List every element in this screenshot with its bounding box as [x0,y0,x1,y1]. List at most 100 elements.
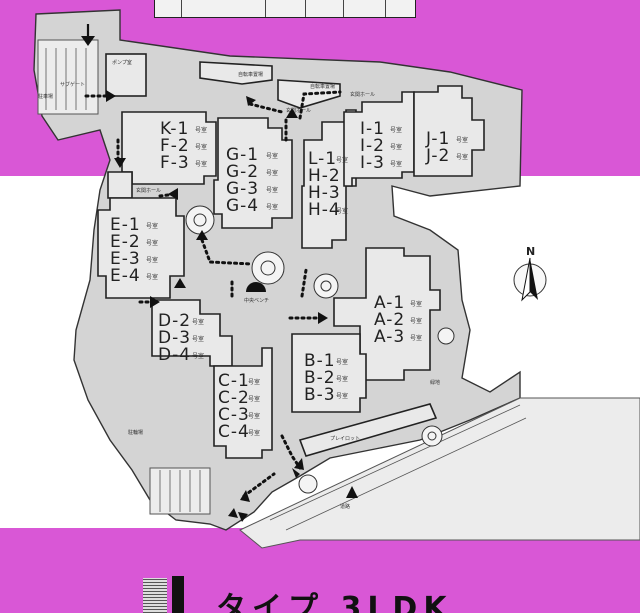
svg-text:号室: 号室 [195,126,207,134]
svg-text:ポンプ室: ポンプ室 [112,59,132,66]
svg-text:サブゲート: サブゲート [60,81,85,88]
building-c [213,347,273,459]
label-i1: I-1 [360,119,385,139]
label-l1: L-1 [308,149,337,169]
label-c4: C-4 [218,422,250,442]
header-frame [154,0,416,18]
label-j2: J-2 [425,146,450,166]
footer-pattern [143,578,167,613]
label-j1: J-1 [425,129,450,149]
label-k1: K-1 [160,119,189,139]
label-h2: H-2 [308,166,341,186]
label-f3: F-3 [160,153,190,173]
central-bench [246,282,266,292]
building-kf: 玄関ホール [107,111,217,199]
svg-text:駐車場: 駐車場 [38,93,53,100]
playground [298,403,438,457]
svg-text:号室: 号室 [410,334,422,342]
svg-text:号室: 号室 [248,412,260,420]
svg-text:号室: 号室 [195,143,207,151]
label-e4: E-4 [110,266,141,286]
svg-text:中央ベンチ: 中央ベンチ [244,297,269,304]
svg-text:緑地: 緑地 [430,379,440,386]
building-j [413,85,485,177]
svg-text:号室: 号室 [390,126,402,134]
svg-text:号室: 号室 [456,136,468,144]
label-b2: B-2 [304,368,336,388]
label-d2: D-2 [158,311,191,331]
svg-text:号室: 号室 [410,300,422,308]
svg-text:自転車置場: 自転車置場 [238,71,263,78]
label-e1: E-1 [110,215,141,235]
svg-text:号室: 号室 [266,169,278,177]
svg-text:玄関ホール: 玄関ホール [136,187,161,194]
entrance-marker [294,458,304,470]
svg-text:号室: 号室 [390,143,402,151]
label-g4: G-4 [226,196,259,216]
label-d4: D-4 [158,345,191,365]
svg-text:号室: 号室 [146,239,158,247]
label-a2: A-2 [374,310,405,330]
label-d3: D-3 [158,328,191,348]
building-labels: K-1 F-2 F-3 号室 号室 号室 G-1 G-2 G-3 G-4 号室 … [110,119,468,442]
trees [185,205,455,494]
north-compass: N [513,245,547,302]
magenta-band-bottom [0,528,640,613]
label-h4: H-4 [308,200,341,220]
label-b1: B-1 [304,351,336,371]
svg-text:プレイロット: プレイロット [330,436,360,442]
svg-text:号室: 号室 [336,392,348,400]
svg-text:号室: 号室 [410,317,422,325]
label-e2: E-2 [110,232,141,252]
svg-text:号室: 号室 [192,352,204,360]
svg-text:号室: 号室 [336,207,348,215]
bottom-parking: 駐輪場 道路 緑地 [128,379,440,515]
svg-text:号室: 号室 [192,335,204,343]
svg-text:号室: 号室 [248,429,260,437]
building-b [291,333,367,413]
label-c2: C-2 [218,388,250,408]
svg-text:玄関ホール: 玄関ホール [350,91,375,98]
label-i3: I-3 [360,153,385,173]
svg-text:号室: 号室 [195,160,207,168]
label-h3: H-3 [308,183,341,203]
svg-text:号室: 号室 [248,378,260,386]
svg-text:号室: 号室 [266,186,278,194]
svg-text:道路: 道路 [340,503,350,510]
label-e3: E-3 [110,249,141,269]
svg-text:号室: 号室 [456,153,468,161]
label-c3: C-3 [218,405,250,425]
compass-label: N [526,245,535,258]
footer-bar [172,576,184,613]
label-a1: A-1 [374,293,405,313]
label-c1: C-1 [218,371,250,391]
label-b3: B-3 [304,385,336,405]
label-a3: A-3 [374,327,405,347]
label-i2: I-2 [360,136,385,156]
svg-text:号室: 号室 [266,203,278,211]
svg-text:号室: 号室 [336,156,348,164]
svg-text:号室: 号室 [192,318,204,326]
svg-text:号室: 号室 [390,160,402,168]
label-g2: G-2 [226,162,259,182]
building-d [151,299,233,367]
svg-text:号室: 号室 [336,358,348,366]
footer-title: タイプ 3LDK [216,592,453,613]
svg-text:号室: 号室 [146,222,158,230]
road [239,397,640,549]
svg-text:号室: 号室 [248,395,260,403]
svg-text:駐輪場: 駐輪場 [128,429,143,436]
svg-text:号室: 号室 [336,375,348,383]
svg-text:自転車置場: 自転車置場 [310,83,335,90]
label-g1: G-1 [226,145,259,165]
parking-area: ポンプ室 サブゲート 駐車場 [37,39,147,115]
label-g3: G-3 [226,179,259,199]
svg-text:号室: 号室 [266,152,278,160]
building-e [97,197,185,299]
building-g [213,117,293,229]
entry-arrows [81,24,358,522]
svg-text:号室: 号室 [146,256,158,264]
svg-text:玄関ホール: 玄関ホール [286,107,311,114]
svg-text:号室: 号室 [146,273,158,281]
